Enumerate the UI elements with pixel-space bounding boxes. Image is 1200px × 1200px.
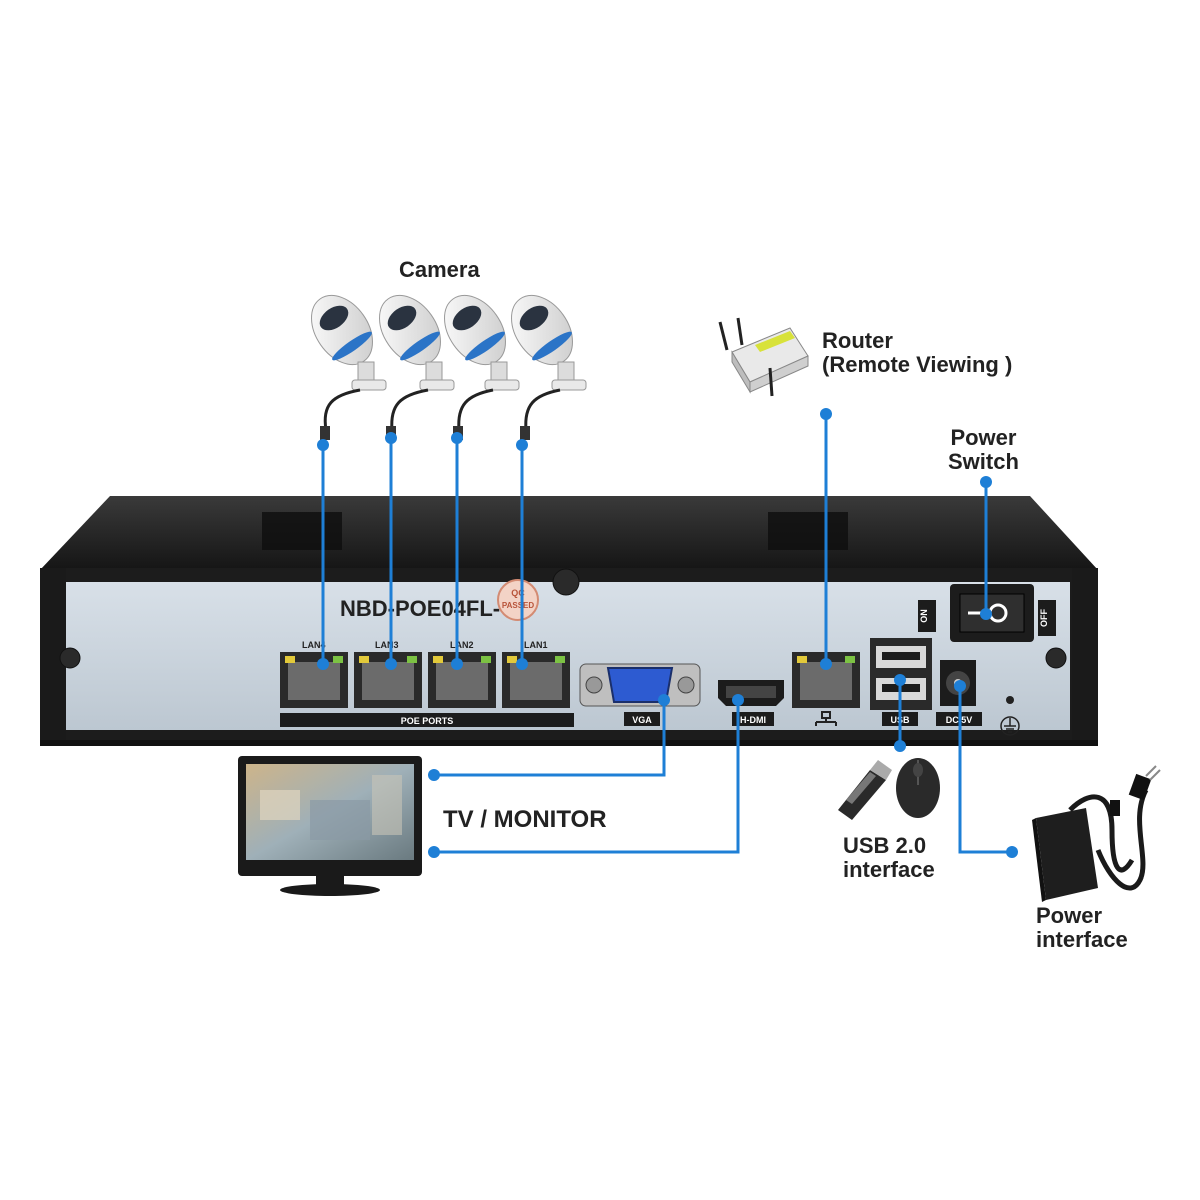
power-switch: ON OFF bbox=[918, 584, 1056, 642]
poe-ports-label: POE PORTS bbox=[401, 716, 454, 726]
tv-monitor-label: TV / MONITOR bbox=[443, 806, 607, 833]
power-interface-label: Power interface bbox=[1036, 903, 1128, 952]
model-label: NBD-POE04FL- bbox=[340, 596, 500, 621]
qc-passed-stamp: QC PASSED bbox=[497, 579, 539, 621]
usb-flash-drive bbox=[838, 760, 892, 820]
svg-text:PASSED: PASSED bbox=[502, 601, 535, 610]
power-switch-label: Power Switch bbox=[948, 425, 1019, 474]
hdmi-line bbox=[434, 700, 740, 854]
svg-text:VGA: VGA bbox=[632, 715, 652, 725]
ground-icon bbox=[1000, 716, 1020, 736]
camera-2 bbox=[379, 294, 455, 440]
nvr-chassis bbox=[40, 496, 1098, 746]
mouse-icon bbox=[896, 758, 940, 818]
lan-port-4: LAN4 bbox=[280, 640, 348, 708]
vga-line bbox=[434, 700, 666, 777]
tv-monitor bbox=[238, 756, 422, 896]
usb-interface-label: USB 2.0 interface bbox=[843, 833, 935, 882]
svg-text:H-DMI: H-DMI bbox=[740, 715, 766, 725]
power-interface-line bbox=[958, 686, 1012, 854]
network-port bbox=[792, 652, 860, 726]
power-adapter bbox=[1032, 765, 1161, 902]
network-icon bbox=[815, 711, 837, 726]
svg-text:LAN3: LAN3 bbox=[375, 640, 399, 650]
svg-text:LAN4: LAN4 bbox=[302, 640, 326, 650]
camera-3 bbox=[444, 294, 520, 440]
svg-text:ON: ON bbox=[919, 609, 929, 623]
svg-text:LAN1: LAN1 bbox=[524, 640, 548, 650]
connector-dots bbox=[317, 408, 1018, 858]
camera-label: Camera bbox=[399, 257, 480, 282]
camera-4 bbox=[511, 294, 587, 440]
router-icon bbox=[718, 317, 809, 397]
svg-text:QC: QC bbox=[511, 588, 525, 598]
svg-text:LAN2: LAN2 bbox=[450, 640, 474, 650]
svg-text:OFF: OFF bbox=[1039, 609, 1049, 627]
camera-1 bbox=[311, 294, 387, 440]
vga-port: VGA bbox=[579, 663, 701, 726]
connector-lines bbox=[321, 414, 1012, 854]
camera-group bbox=[311, 294, 587, 440]
router-label: Router (Remote Viewing ) bbox=[822, 328, 1013, 377]
